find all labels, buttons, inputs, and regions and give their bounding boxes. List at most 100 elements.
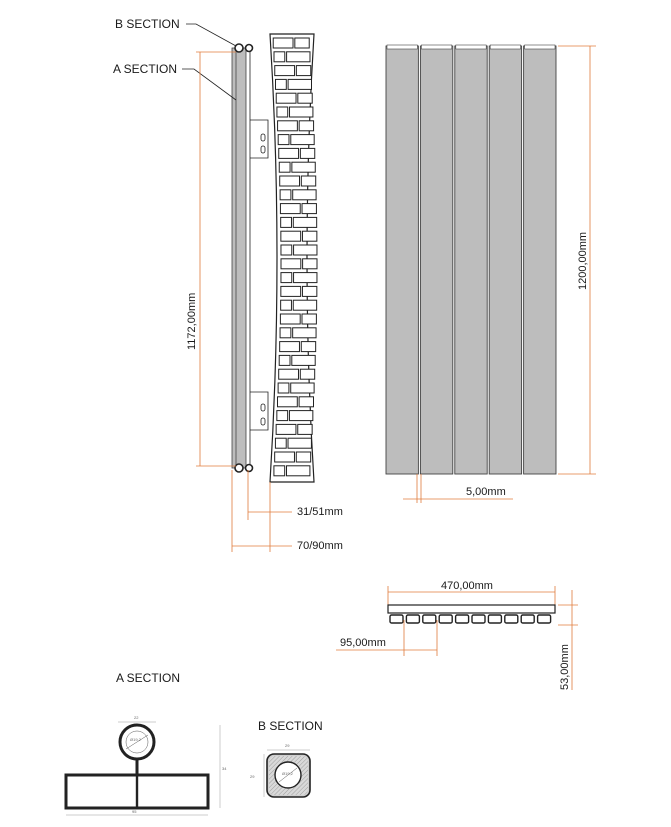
brick <box>300 175 317 187</box>
side-radiator-body <box>231 47 247 469</box>
brick <box>277 120 298 132</box>
brick <box>301 230 318 242</box>
a-height-label: 34 <box>222 766 227 771</box>
brick <box>301 285 318 297</box>
brick <box>300 341 317 353</box>
dimension-total-depth: 70/90mm <box>297 540 343 552</box>
side-bottom-pipe <box>234 463 244 473</box>
brick <box>280 285 302 297</box>
dimension-gap-depth: 31/51mm <box>297 506 343 518</box>
front-panels <box>385 44 557 475</box>
b-height-label: 29 <box>250 774 255 779</box>
brick <box>293 244 318 256</box>
a-width-label: 95 <box>132 809 137 814</box>
front-panel-column <box>385 45 419 475</box>
front-view: 1200,00mm 5,00mm <box>385 44 596 503</box>
brick <box>280 244 293 256</box>
a-pipe-width-label: 22 <box>134 715 139 720</box>
brick <box>286 465 311 477</box>
wall-bracket-top <box>250 119 269 159</box>
brick <box>289 106 314 118</box>
brick <box>280 258 302 270</box>
brick <box>299 368 316 380</box>
brick <box>277 134 290 146</box>
brick <box>275 92 297 104</box>
front-panel-column <box>523 45 557 475</box>
brick <box>278 368 299 380</box>
front-panel-cap <box>489 44 521 50</box>
front-panel-column <box>454 45 488 475</box>
brick <box>279 189 292 201</box>
top-tubes <box>389 614 552 624</box>
brick <box>297 92 313 104</box>
brick <box>273 51 286 63</box>
front-panel-cap <box>421 44 453 50</box>
b-section-detail: B SECTION 29 29 Ø19,2 <box>250 719 323 798</box>
brick <box>292 327 317 339</box>
brick <box>301 203 317 215</box>
brick <box>274 437 287 449</box>
brick <box>279 341 300 353</box>
wall-bracket-bottom <box>250 391 269 431</box>
dimension-top-width: 470,00mm <box>441 580 493 592</box>
brick <box>279 203 301 215</box>
brick <box>294 37 310 49</box>
brick <box>286 51 311 63</box>
brick-pattern <box>272 37 318 477</box>
side-view: B SECTION A SECTION 1172,00mm 31/51mm 70… <box>113 17 343 552</box>
brick <box>280 230 302 242</box>
brick <box>298 396 315 408</box>
dimension-column-width: 95,00mm <box>340 637 386 649</box>
top-view: 470,00mm 95,00mm 53,00mm <box>336 580 578 690</box>
brick <box>290 134 315 146</box>
dimension-front-height: 1200,00mm <box>577 232 589 290</box>
side-top-pipe <box>234 43 244 53</box>
brick <box>288 410 314 422</box>
front-panel-cap <box>524 44 556 50</box>
front-panel-cap <box>455 44 487 50</box>
brick <box>293 272 318 284</box>
top-tube <box>389 614 404 624</box>
top-tube <box>520 614 535 624</box>
dimension-panel-gap: 5,00mm <box>466 486 506 498</box>
brick <box>274 451 295 463</box>
brick <box>280 272 293 284</box>
brick <box>280 216 292 228</box>
a-pipe-diameter-label: Ø19,2 <box>130 737 142 742</box>
dimension-side-height: 1172,00mm <box>186 293 198 350</box>
b-diameter-label: Ø19,2 <box>282 771 294 776</box>
brick <box>279 175 301 187</box>
brick <box>299 147 316 159</box>
brick <box>290 382 315 394</box>
brick <box>302 258 318 270</box>
brick-wall <box>269 33 318 483</box>
b-width-label: 29 <box>285 743 290 748</box>
a-section-title: A SECTION <box>116 671 180 685</box>
front-panel-cap <box>386 44 418 50</box>
brick <box>275 78 287 90</box>
a-section-detail: A SECTION 22 Ø19,2 34 95 <box>64 671 227 816</box>
brick <box>298 120 315 132</box>
brick <box>280 299 292 311</box>
front-panel-column <box>488 45 523 475</box>
brick <box>301 313 317 325</box>
brick <box>291 354 316 366</box>
brick <box>287 78 313 90</box>
brick <box>292 299 318 311</box>
brick <box>276 410 289 422</box>
brick <box>278 161 291 173</box>
a-section-label: A SECTION <box>113 62 177 76</box>
dimension-top-depth: 53,00mm <box>559 644 571 690</box>
front-panel-column <box>419 45 454 475</box>
brick <box>275 423 297 435</box>
brick <box>273 465 286 477</box>
brick <box>297 423 313 435</box>
brick <box>277 396 298 408</box>
brick <box>279 313 301 325</box>
top-tube <box>438 614 453 624</box>
b-section-label: B SECTION <box>115 17 180 31</box>
brick <box>274 65 296 77</box>
brick <box>295 451 312 463</box>
brick <box>287 437 312 449</box>
